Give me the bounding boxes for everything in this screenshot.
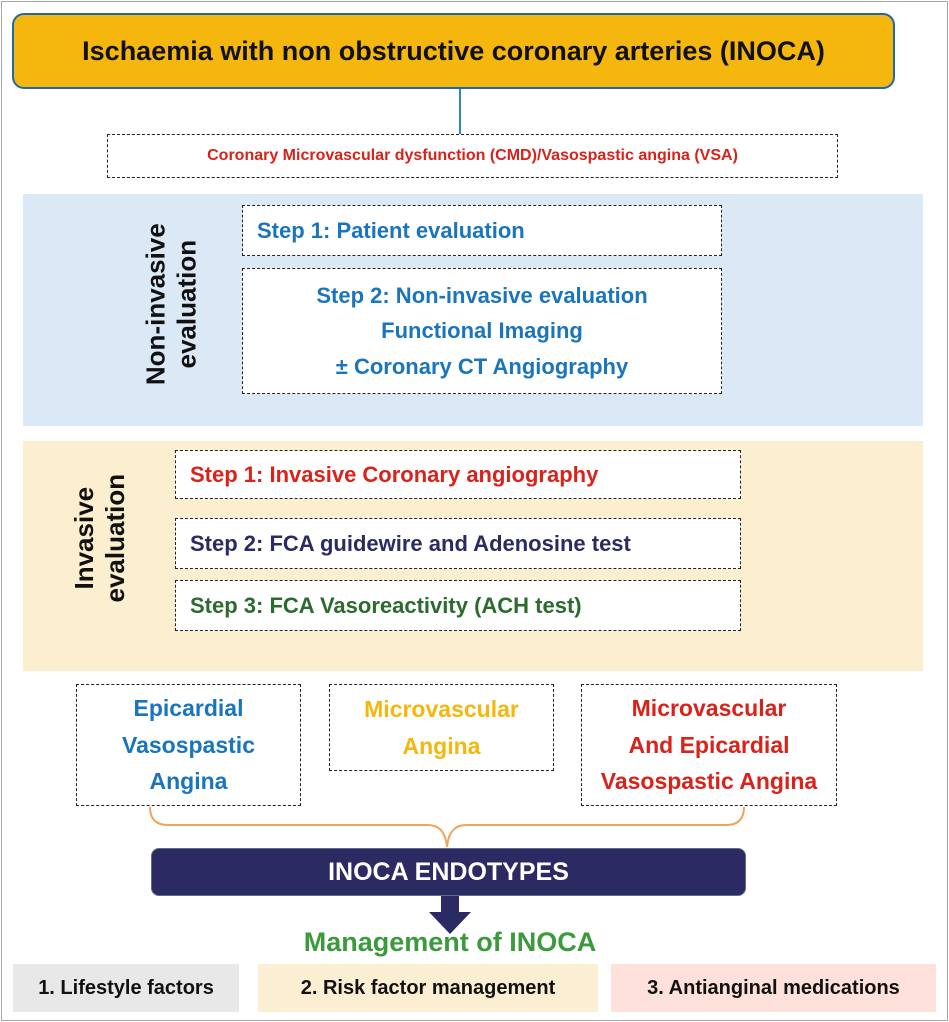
invasive-step3-box: Step 3: FCA Vasoreactivity (ACH test) xyxy=(175,580,741,631)
endotype-combined-line3: Vasospastic Angina xyxy=(600,768,818,795)
non-invasive-label-line2: evaluation xyxy=(171,239,202,369)
non-invasive-label-line1: Non-invasive xyxy=(140,223,171,385)
invasive-label-line1: Invasive xyxy=(68,486,99,590)
non-invasive-step2-line2: Functional Imaging xyxy=(381,318,583,344)
management-option-risk-factors: 2. Risk factor management xyxy=(258,964,598,1012)
inoca-endotypes-text: INOCA ENDOTYPES xyxy=(328,857,569,886)
management-option-lifestyle-text: 1. Lifestyle factors xyxy=(38,976,214,999)
endotype-epicardial-line1: Epicardial xyxy=(133,694,244,721)
title-connector-line xyxy=(459,89,461,134)
management-option-medications-text: 3. Antianginal medications xyxy=(647,976,900,999)
management-option-risk-factors-text: 2. Risk factor management xyxy=(300,976,556,999)
invasive-step2-box: Step 2: FCA guidewire and Adenosine test xyxy=(175,518,741,569)
endotype-microvascular-box: Microvascular Angina xyxy=(329,684,554,771)
invasive-step1-box: Step 1: Invasive Coronary angiography xyxy=(175,450,741,499)
invasive-step3-text: Step 3: FCA Vasoreactivity (ACH test) xyxy=(190,592,582,618)
management-title-text: Management of INOCA xyxy=(303,926,597,957)
cmd-vsa-text: Coronary Microvascular dysfunction (CMD)… xyxy=(207,147,738,164)
non-invasive-step2-box: Step 2: Non-invasive evaluation Function… xyxy=(242,268,722,394)
cmd-vsa-box: Coronary Microvascular dysfunction (CMD)… xyxy=(107,134,838,178)
inoca-title: Ischaemia with non obstructive coronary … xyxy=(82,35,825,66)
inoca-title-box: Ischaemia with non obstructive coronary … xyxy=(12,13,895,89)
management-option-medications: 3. Antianginal medications xyxy=(611,964,936,1012)
endotypes-brace xyxy=(149,806,745,848)
invasive-step1-text: Step 1: Invasive Coronary angiography xyxy=(190,461,599,487)
invasive-label-line2: evaluation xyxy=(100,473,130,603)
endotype-combined-line1: Microvascular xyxy=(631,694,787,721)
endotype-microvascular-line2: Angina xyxy=(402,732,481,759)
invasive-step2-text: Step 2: FCA guidewire and Adenosine test xyxy=(190,530,631,556)
non-invasive-step2-line3: ± Coronary CT Angiography xyxy=(335,353,629,379)
management-option-lifestyle: 1. Lifestyle factors xyxy=(13,964,239,1012)
endotype-microvascular-line1: Microvascular xyxy=(364,695,519,722)
invasive-label: Invasive evaluation xyxy=(69,474,131,603)
non-invasive-label: Non-invasive evaluation xyxy=(141,223,203,385)
endotype-epicardial-line3: Angina xyxy=(149,768,228,795)
endotype-epicardial-line2: Vasospastic xyxy=(122,731,255,758)
down-arrow-icon xyxy=(429,896,471,934)
non-invasive-step2-line1: Step 2: Non-invasive evaluation xyxy=(316,283,648,309)
non-invasive-step1-text: Step 1: Patient evaluation xyxy=(257,217,525,243)
endotype-epicardial-box: Epicardial Vasospastic Angina xyxy=(76,684,301,806)
non-invasive-step1-box: Step 1: Patient evaluation xyxy=(242,205,722,256)
endotype-combined-box: Microvascular And Epicardial Vasospastic… xyxy=(581,684,837,806)
inoca-endotypes-banner: INOCA ENDOTYPES xyxy=(151,848,746,896)
invasive-label-wrap: Invasive evaluation xyxy=(0,474,200,603)
management-title: Management of INOCA xyxy=(200,922,700,962)
endotype-combined-line2: And Epicardial xyxy=(628,731,790,758)
